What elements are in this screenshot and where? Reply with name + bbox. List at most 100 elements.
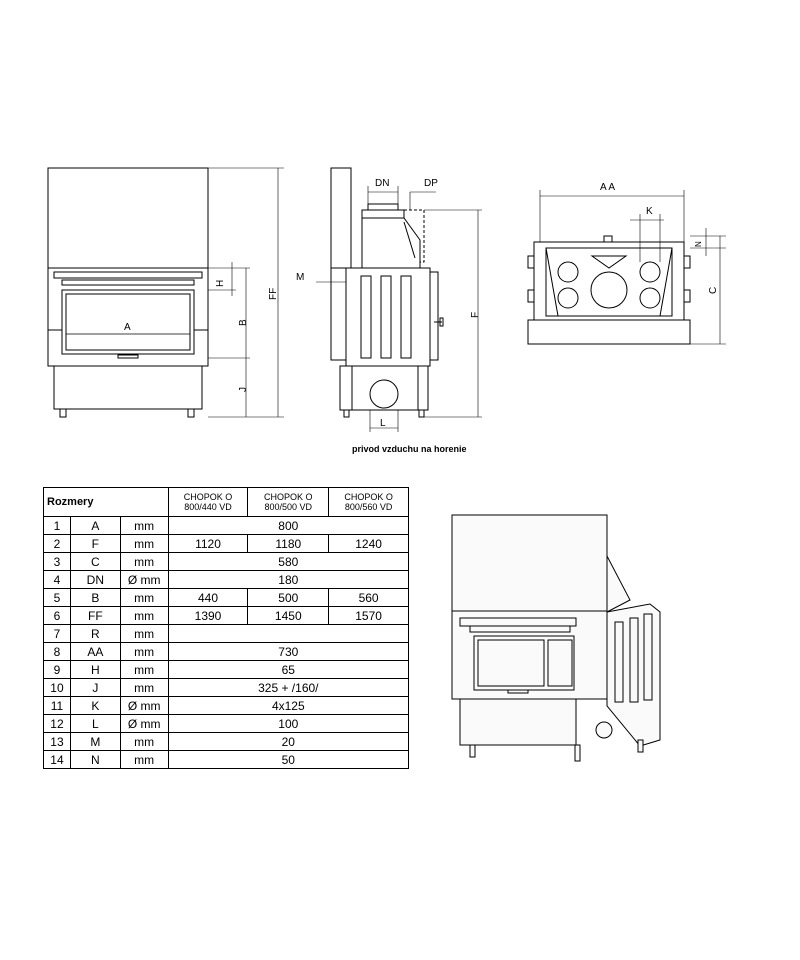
dim-label-k: K (646, 206, 653, 217)
table-cell: 6 (43, 606, 71, 625)
table-cell: 3 (43, 552, 71, 571)
table-cell: N (69, 750, 121, 769)
table-cell: Ø mm (119, 696, 169, 715)
table-cell: J (69, 678, 121, 697)
dim-label-a: A (124, 322, 131, 333)
table-cell: mm (119, 624, 169, 643)
table-cell: mm (119, 534, 169, 553)
side-view (316, 167, 482, 432)
table-cell: mm (119, 606, 169, 625)
table-cell: mm (119, 552, 169, 571)
table-cell: 580 (167, 552, 410, 571)
dim-label-b: B (238, 319, 249, 326)
isometric-view (451, 514, 661, 762)
table-cell: 1120 (167, 534, 249, 553)
table-cell: Ø mm (119, 570, 169, 589)
table-cell: 2 (43, 534, 71, 553)
column-header: CHOPOK O 800/440 VD (167, 487, 249, 517)
table-cell: mm (119, 660, 169, 679)
table-cell: 1570 (328, 606, 409, 625)
top-view (527, 190, 726, 345)
table-cell: 1 (43, 516, 71, 535)
table-cell: mm (119, 642, 169, 661)
table-cell: L (69, 714, 121, 733)
table-cell (167, 624, 410, 643)
table-cell: Ø mm (119, 714, 169, 733)
table-cell: 800 (167, 516, 410, 535)
table-cell: F (69, 534, 121, 553)
table-cell: 50 (167, 750, 410, 769)
dim-label-dp: DP (424, 178, 438, 189)
air-intake-caption: privod vzduchu na horenie (352, 444, 467, 454)
dim-label-f: F (470, 312, 481, 318)
dimensions-table: Rozmery CHOPOK O 800/440 VD CHOPOK O 800… (43, 487, 410, 769)
dim-label-dn: DN (375, 178, 389, 189)
table-cell: 9 (43, 660, 71, 679)
table-cell: mm (119, 750, 169, 769)
table-cell: 5 (43, 588, 71, 607)
table-cell: 730 (167, 642, 410, 661)
table-cell: 8 (43, 642, 71, 661)
table-cell: 13 (43, 732, 71, 751)
table-cell: 12 (43, 714, 71, 733)
table-cell: 500 (247, 588, 330, 607)
table-cell: mm (119, 588, 169, 607)
table-header-row: Rozmery CHOPOK O 800/440 VD CHOPOK O 800… (43, 487, 409, 517)
table-cell: AA (69, 642, 121, 661)
front-view (47, 167, 284, 418)
table-cell: 65 (167, 660, 410, 679)
table-cell: 1240 (328, 534, 409, 553)
dim-label-n: N (694, 241, 703, 247)
table-title: Rozmery (43, 487, 169, 517)
table-cell: C (69, 552, 121, 571)
table-cell: DN (69, 570, 121, 589)
table-cell: K (69, 696, 121, 715)
table-cell: 325 + /160/ (167, 678, 410, 697)
table-cell: 4x125 (167, 696, 410, 715)
dim-label-l: L (380, 418, 386, 429)
table-cell: 100 (167, 714, 410, 733)
column-header: CHOPOK O 800/560 VD (328, 487, 409, 517)
table-cell: 10 (43, 678, 71, 697)
dim-label-m: M (296, 272, 304, 283)
table-cell: 20 (167, 732, 410, 751)
table-cell: 11 (43, 696, 71, 715)
table-cell: B (69, 588, 121, 607)
table-cell: 440 (167, 588, 249, 607)
table-cell: mm (119, 732, 169, 751)
table-cell: 560 (328, 588, 409, 607)
dim-label-c: C (708, 287, 719, 294)
table-cell: FF (69, 606, 121, 625)
table-cell: mm (119, 516, 169, 535)
table-cell: 7 (43, 624, 71, 643)
table-cell: 1180 (247, 534, 330, 553)
dim-label-ff: FF (268, 288, 279, 300)
table-cell: 1390 (167, 606, 249, 625)
table-cell: R (69, 624, 121, 643)
column-header: CHOPOK O 800/500 VD (247, 487, 330, 517)
table-cell: 1450 (247, 606, 330, 625)
dim-label-h: H (215, 280, 226, 287)
table-cell: 14 (43, 750, 71, 769)
dim-label-j: J (238, 387, 249, 392)
table-cell: A (69, 516, 121, 535)
table-cell: M (69, 732, 121, 751)
dim-label-aa: A A (600, 182, 615, 193)
table-cell: 4 (43, 570, 71, 589)
table-cell: H (69, 660, 121, 679)
table-cell: mm (119, 678, 169, 697)
